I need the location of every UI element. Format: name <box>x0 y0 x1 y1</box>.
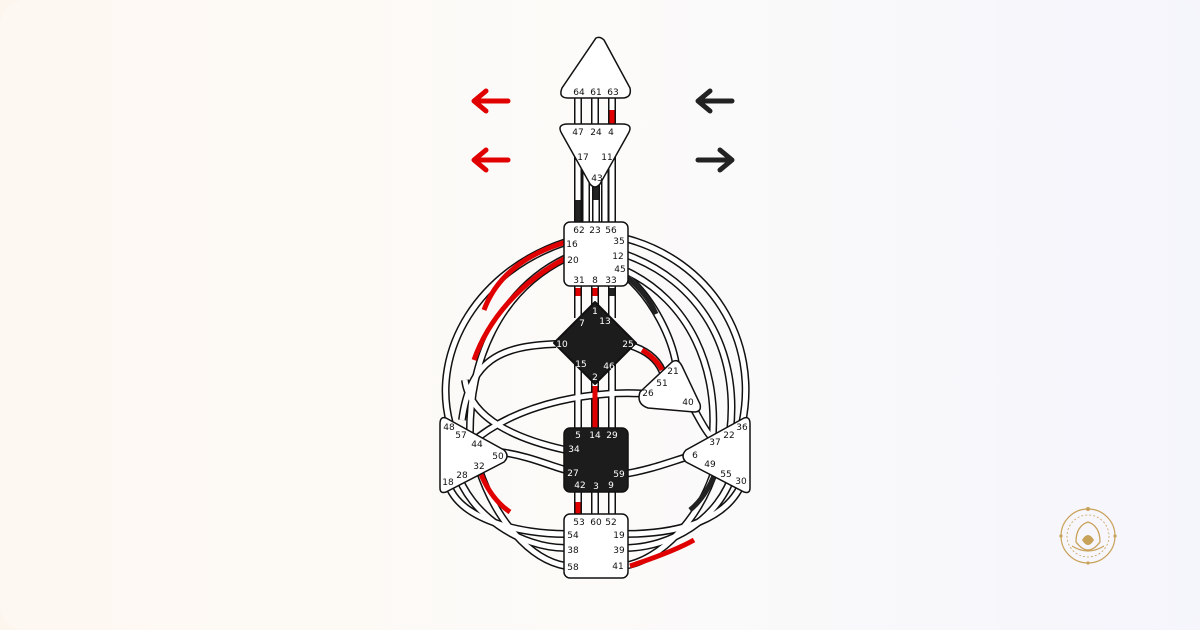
gate-label: 33 <box>605 276 616 286</box>
gate-label: 56 <box>605 226 617 236</box>
gate-label: 38 <box>567 546 579 556</box>
gate-label: 23 <box>589 226 600 236</box>
gate-label: 53 <box>573 518 584 528</box>
gate-label: 32 <box>473 462 484 472</box>
gate-label: 8 <box>592 276 598 286</box>
gate-label: 60 <box>590 518 602 528</box>
gate-label: 19 <box>613 531 625 541</box>
gate-label: 49 <box>704 460 716 470</box>
center-heart <box>638 359 702 413</box>
center-sacral[interactable] <box>563 427 629 493</box>
gate-label: 25 <box>622 340 633 350</box>
gate-label: 20 <box>567 256 579 266</box>
gate-label: 28 <box>456 471 468 481</box>
gate-label: 51 <box>656 379 667 389</box>
arrow-personality-bottom-icon <box>695 147 735 173</box>
center-solar-plexus <box>682 416 751 494</box>
gate-label: 27 <box>567 469 578 479</box>
gate-label: 26 <box>642 389 654 399</box>
gate-label: 62 <box>573 226 584 236</box>
gate-label: 41 <box>612 562 623 572</box>
gate-label: 15 <box>575 360 586 370</box>
gate-label: 29 <box>606 431 618 441</box>
gate-label: 17 <box>577 153 588 163</box>
gate-label: 58 <box>567 563 579 573</box>
center-throat <box>563 221 629 287</box>
gate-label: 52 <box>605 518 616 528</box>
gate-label: 1 <box>592 307 598 317</box>
gate-label: 5 <box>575 431 581 441</box>
activations <box>471 110 719 569</box>
gate-labels: 64 61 63 47 24 4 17 11 43 62 23 56 16 35… <box>442 88 748 573</box>
center-ajna <box>559 123 631 188</box>
center-spleen <box>439 416 508 494</box>
gate-label: 10 <box>556 340 568 350</box>
gate-label: 21 <box>667 367 678 377</box>
gate-label: 18 <box>442 478 454 488</box>
center-root <box>563 513 629 579</box>
gate-label: 44 <box>471 440 483 450</box>
gate-label: 63 <box>607 88 618 98</box>
gate-label: 47 <box>572 128 583 138</box>
gate-label: 12 <box>612 252 623 262</box>
gate-label: 37 <box>709 438 720 448</box>
gate-label: 61 <box>590 88 601 98</box>
gate-label: 36 <box>736 423 748 433</box>
gate-label: 31 <box>573 276 584 286</box>
arrow-personality-top-icon <box>695 88 735 114</box>
gate-label: 4 <box>608 128 614 138</box>
center-g[interactable] <box>553 301 637 385</box>
gate-label: 46 <box>603 362 615 372</box>
gate-label: 55 <box>720 470 731 480</box>
arrow-design-bottom-icon <box>471 147 511 173</box>
gate-label: 30 <box>735 477 747 487</box>
gate-label: 16 <box>566 240 578 250</box>
logo-icon <box>1059 507 1117 565</box>
gate-label: 48 <box>443 423 455 433</box>
gate-label: 57 <box>455 431 466 441</box>
arrow-design-top-icon <box>471 88 511 114</box>
gate-label: 45 <box>614 265 625 275</box>
gate-label: 9 <box>608 481 614 491</box>
gate-label: 13 <box>599 317 610 327</box>
gate-label: 54 <box>567 531 579 541</box>
gate-label: 3 <box>593 482 599 492</box>
gate-label: 39 <box>613 546 625 556</box>
gate-label: 24 <box>590 128 602 138</box>
gate-label: 40 <box>682 398 694 408</box>
gate-label: 22 <box>723 431 734 441</box>
gate-label: 50 <box>492 452 504 462</box>
center-head <box>560 36 632 99</box>
gate-label: 14 <box>589 431 601 441</box>
gate-label: 59 <box>613 470 625 480</box>
gate-label: 64 <box>573 88 585 98</box>
gate-label: 42 <box>574 481 585 491</box>
gate-label: 34 <box>568 445 580 455</box>
gate-label: 35 <box>613 237 624 247</box>
gate-label: 6 <box>692 451 698 461</box>
gate-label: 11 <box>601 153 612 163</box>
gate-label: 2 <box>592 373 598 383</box>
gate-label: 7 <box>579 319 585 329</box>
gate-label: 43 <box>591 174 602 184</box>
